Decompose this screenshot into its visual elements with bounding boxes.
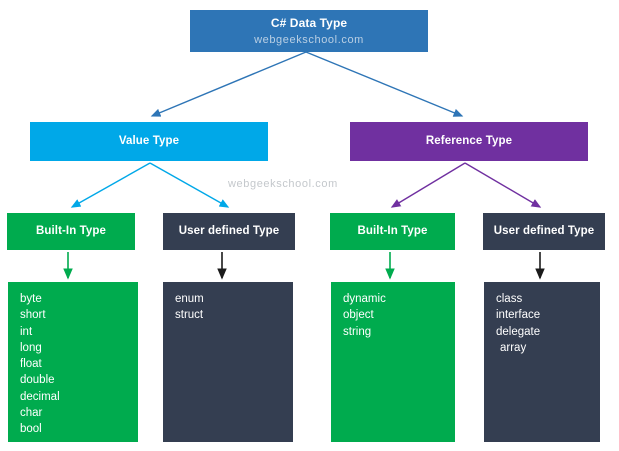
list-item: delegate (496, 325, 541, 338)
list-item: enum (175, 293, 204, 305)
edge-reference-to-builtin (390, 162, 466, 208)
list-item: char (20, 407, 43, 420)
list-item: object (343, 309, 374, 322)
edge-value-to-userdefined (149, 162, 230, 208)
node-value-type-label: Value Type (118, 134, 180, 147)
list-item: interface (496, 309, 541, 322)
list-item: dynamic (343, 293, 386, 305)
watermark-root: webgeekschool.com (254, 34, 364, 47)
list-item: class (496, 293, 523, 305)
list-item: bool (20, 423, 42, 436)
node-reference-type[interactable]: Reference Type (350, 122, 588, 161)
list-item: string (343, 325, 372, 338)
node-reference-built-in-type-label: Built-In Type (357, 224, 428, 237)
edge-root-to-value-type (150, 51, 307, 117)
node-value-user-defined-type-label: User defined Type (178, 224, 280, 237)
node-root-label: C# Data Type (270, 16, 348, 30)
list-item: decimal (20, 390, 60, 403)
list-reference-user-defined-types: class interface delegate array (484, 282, 600, 442)
edge-value-to-builtin (70, 162, 151, 208)
list-reference-built-in-types: dynamic object string (331, 282, 455, 442)
node-reference-user-defined-type-label: User defined Type (493, 224, 595, 237)
list-item: byte (20, 293, 42, 305)
watermark-middle: webgeekschool.com (228, 178, 338, 190)
node-reference-type-label: Reference Type (425, 134, 513, 147)
list-value-built-in-types: byte short int long float double decimal… (8, 282, 138, 442)
node-reference-user-defined-type[interactable]: User defined Type (483, 213, 605, 250)
list-item: short (20, 309, 46, 322)
list-item: int (20, 325, 33, 338)
node-value-built-in-type-label: Built-In Type (35, 224, 107, 237)
edge-root-to-reference-type (305, 51, 464, 117)
node-value-type[interactable]: Value Type (30, 122, 268, 161)
edge-reference-to-userdefined (464, 162, 542, 208)
node-reference-built-in-type[interactable]: Built-In Type (330, 213, 455, 250)
node-csharp-data-type[interactable]: C# Data Type webgeekschool.com (190, 10, 428, 52)
list-item: struct (175, 309, 204, 322)
list-item: double (20, 374, 55, 387)
list-item: float (20, 358, 42, 371)
node-value-built-in-type[interactable]: Built-In Type (7, 213, 135, 250)
list-item: long (20, 341, 42, 354)
list-item: array (500, 341, 527, 354)
node-value-user-defined-type[interactable]: User defined Type (163, 213, 295, 250)
list-value-user-defined-types: enum struct (163, 282, 293, 442)
